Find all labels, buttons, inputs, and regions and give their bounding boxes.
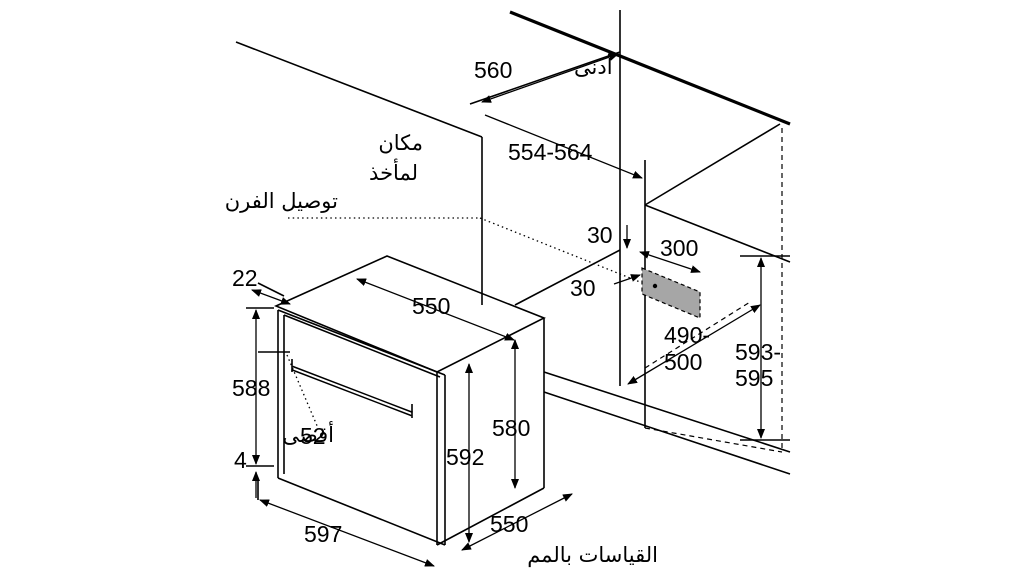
oven-handle [291, 359, 413, 418]
socket-point [652, 283, 658, 289]
handle-max-leader [286, 354, 319, 429]
label-niche-height-2: 595 [735, 365, 773, 391]
dim-min-depth [481, 53, 619, 103]
label-min-value: 560 [474, 57, 512, 83]
label-niche-height-1: 593- [735, 339, 781, 365]
label-bottom-gap: 4 [234, 447, 247, 473]
label-socket-top-offset: 30 [587, 222, 613, 248]
dim-front-thickness [251, 289, 291, 305]
label-socket-side-offset: 30 [570, 275, 596, 301]
label-socket-line3: توصيل الفرن [225, 189, 338, 213]
label-socket-line2: لمأخذ [369, 158, 418, 185]
label-niche-depth: 554-564 [508, 139, 593, 165]
label-handle-max-value: 52 [300, 423, 326, 449]
dim-niche-width [627, 304, 761, 385]
label-min-word: أدنى [574, 53, 613, 79]
label-body-depth: 550 [490, 511, 528, 537]
dim-niche-depth [484, 114, 643, 179]
label-oven-top-depth: 550 [412, 293, 450, 319]
dim-socket-width [639, 251, 701, 273]
label-front-width: 597 [304, 521, 342, 547]
label-front-thickness: 22 [232, 265, 258, 291]
socket-area [641, 267, 701, 319]
label-niche-width-1: 490- [664, 322, 710, 348]
cabinet-niche [235, 10, 791, 475]
label-socket-line1: مكان [378, 131, 423, 155]
label-handle-max-word: أقصى [282, 421, 334, 447]
dim-oven-top-depth [356, 278, 515, 341]
label-niche-width-2: 500 [664, 349, 702, 375]
label-units-note: القياسات بالمم [527, 543, 658, 568]
label-socket-width: 300 [660, 235, 698, 261]
label-front-height: 588 [232, 375, 270, 401]
dim-front-width [259, 499, 435, 567]
dim-body-depth [461, 493, 573, 551]
dim-socket-side-offset [613, 274, 641, 285]
label-side-height: 580 [492, 415, 530, 441]
label-body-height: 592 [446, 444, 484, 470]
